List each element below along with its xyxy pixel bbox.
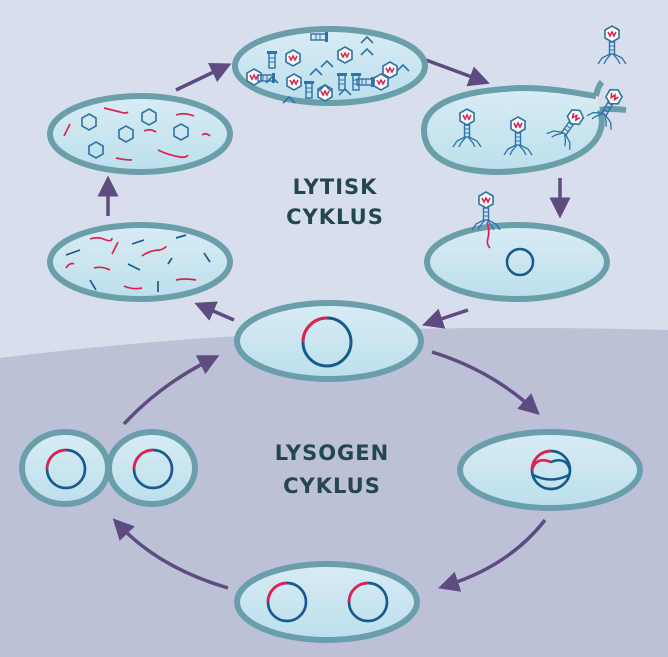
cell-integration	[457, 429, 643, 511]
arrow-assembly-to-burst	[425, 58, 490, 87]
arrow-release-to-assembly	[175, 63, 232, 92]
lytic-label-line1: LYTISK	[293, 175, 378, 199]
cell-infected	[234, 300, 424, 382]
cell-assembly	[232, 26, 428, 106]
arrow-attach-to-infected	[422, 308, 469, 329]
injected-dna	[486, 221, 491, 249]
lysogenic-label-line2: CYKLUS	[283, 474, 381, 498]
cell-phage-attach	[424, 191, 610, 302]
lysogenic-background	[0, 327, 668, 657]
arrow-infected-to-replication	[194, 301, 235, 322]
arrow-infected-to-integration	[431, 350, 540, 416]
cell-bursting	[420, 79, 631, 176]
arrow-division-to-infected	[122, 355, 220, 426]
cycle-arrows	[97, 58, 571, 592]
lysogenic-label-line1: LYSOGEN	[275, 441, 389, 465]
cell-prophage-division	[234, 561, 420, 643]
cell-daughter-pair	[19, 429, 198, 507]
dna-fragments	[63, 107, 211, 161]
cell-replication	[47, 222, 233, 302]
cell-parts-synthesis	[47, 93, 233, 175]
dna-segments	[65, 234, 211, 292]
lytic-label-line2: CYKLUS	[286, 205, 384, 229]
bacterial-chromosome	[505, 247, 535, 277]
phage-dna-segment	[301, 316, 328, 343]
arrow-integration-to-prophage	[438, 518, 547, 592]
arrow-prophage-to-division	[112, 518, 229, 590]
dna-fragments	[65, 236, 197, 290]
